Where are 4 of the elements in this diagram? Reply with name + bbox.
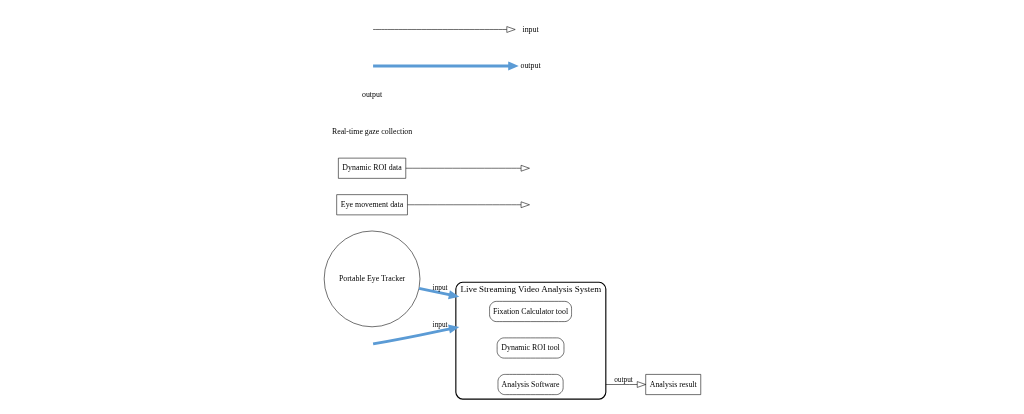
label: output	[361, 90, 382, 100]
legend-label: input	[521, 24, 539, 34]
legend-label: output	[520, 61, 541, 71]
label: Real-time gaze collection	[331, 126, 412, 136]
